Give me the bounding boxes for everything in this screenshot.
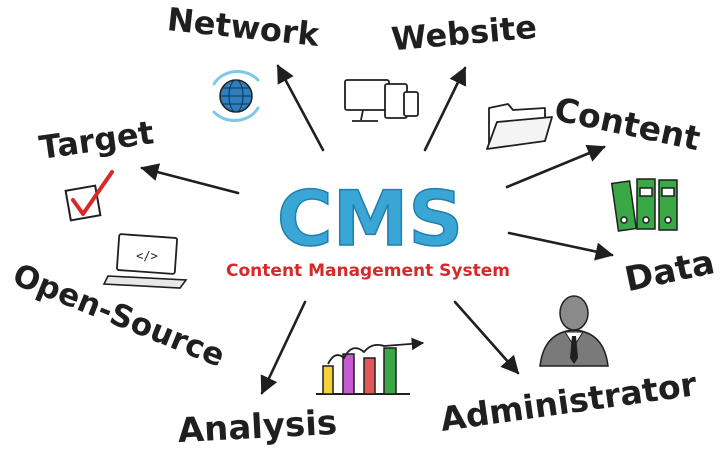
- node-website: Website: [390, 8, 539, 59]
- node-analysis: Analysis: [177, 403, 338, 451]
- arrow-data: [507, 231, 614, 261]
- node-administrator: Administrator: [438, 364, 700, 439]
- laptop-code-text: </>: [136, 249, 158, 263]
- checkbox-icon: [64, 170, 114, 222]
- folder-icon: [486, 103, 553, 150]
- arrow-network: [276, 64, 325, 152]
- node-data: Data: [621, 242, 718, 300]
- node-target: Target: [37, 113, 156, 167]
- arrow-administrator: [453, 300, 520, 375]
- arrows: [140, 64, 614, 395]
- bar-chart-icon: [316, 337, 425, 395]
- arrow-content: [505, 144, 606, 189]
- cms-title: CMS: [277, 174, 463, 263]
- globe-icon: [212, 69, 260, 123]
- node-content: Content: [551, 89, 704, 158]
- devices-icon: [344, 79, 419, 122]
- node-open-source: Open-Source: [8, 257, 230, 375]
- binders-icon: [610, 178, 678, 232]
- cms-subtitle: Content Management System: [226, 261, 510, 281]
- node-network: Network: [165, 0, 321, 54]
- arrow-analysis: [260, 300, 307, 395]
- arrow-website: [423, 66, 467, 152]
- laptop-code-icon: </>: [102, 233, 188, 289]
- arrow-target: [140, 163, 240, 195]
- person-icon: [539, 295, 609, 367]
